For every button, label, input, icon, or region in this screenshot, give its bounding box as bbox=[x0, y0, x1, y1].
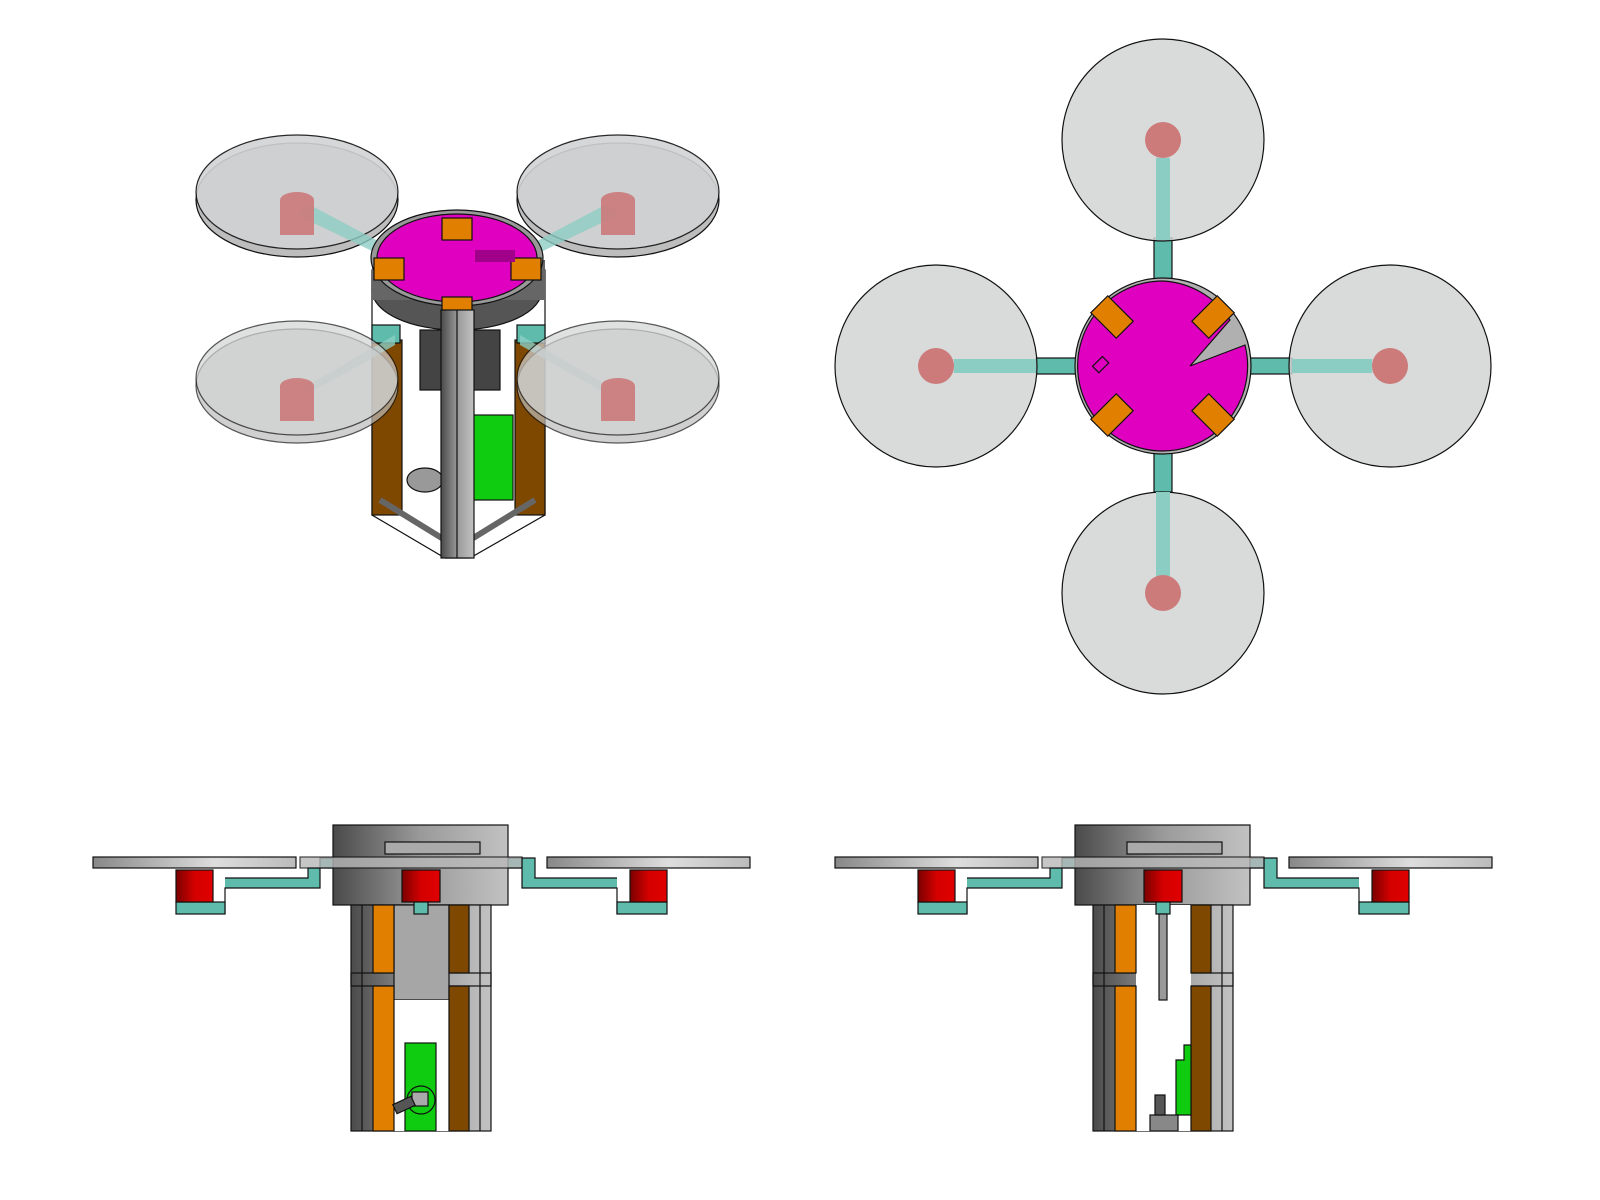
drone-body bbox=[370, 209, 546, 559]
front-view bbox=[92, 824, 751, 1132]
motors bbox=[280, 192, 635, 421]
side-view bbox=[834, 824, 1493, 1132]
top-view bbox=[834, 38, 1492, 695]
isometric-view bbox=[195, 134, 720, 559]
